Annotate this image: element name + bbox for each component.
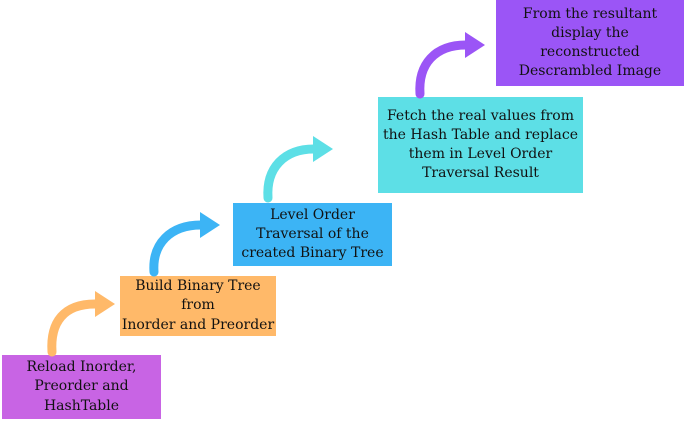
step-build-tree-text: Build Binary Tree from Inorder and Preor…: [121, 278, 275, 333]
curved-arrow-icon: [415, 32, 485, 99]
curved-arrow-icon: [149, 212, 220, 277]
step-display-image-box: From the resultant display the reconstru…: [496, 0, 684, 86]
step-fetch-values-box: Fetch the real values from the Hash Tabl…: [378, 97, 583, 193]
curved-arrow-icon: [263, 136, 333, 203]
step-level-order-box: Level Order Traversal of the created Bin…: [233, 203, 392, 266]
step-display-image-text: From the resultant display the reconstru…: [518, 5, 662, 80]
step-reload-box: Reload Inorder, Preorder and HashTable: [2, 355, 161, 419]
step-build-tree-box: Build Binary Tree from Inorder and Preor…: [120, 276, 276, 336]
step-fetch-values-text: Fetch the real values from the Hash Tabl…: [382, 107, 579, 182]
step-level-order-text: Level Order Traversal of the created Bin…: [241, 206, 384, 262]
curved-arrow-icon: [47, 291, 115, 357]
step-reload-text: Reload Inorder, Preorder and HashTable: [26, 359, 137, 414]
